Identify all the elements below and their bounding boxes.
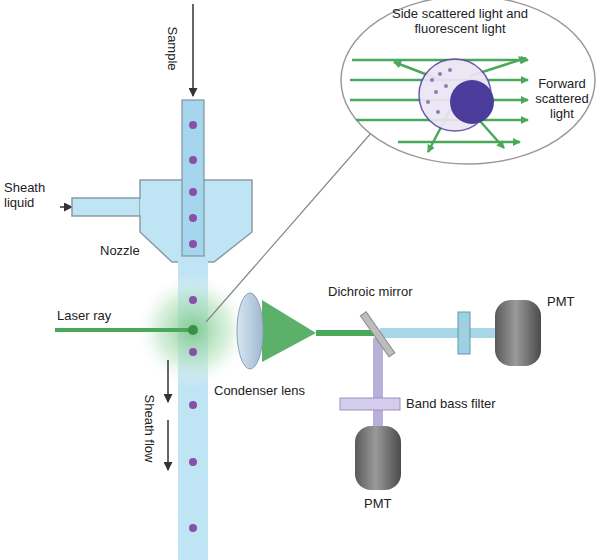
detector-label: PMT — [545, 294, 576, 309]
nozzle-label: Nozzle — [98, 243, 142, 258]
mirror-label: Dichroic mirror — [326, 284, 415, 299]
inlet-label: Sheath liquid — [2, 180, 60, 210]
flow-label: Sheath flow — [143, 392, 158, 464]
scatter-label: Forward scattered light — [532, 76, 592, 121]
filter-label: Band bass filter — [404, 396, 498, 411]
laser-label: Laser ray — [55, 308, 113, 323]
lens-label: Condenser lens — [212, 383, 307, 398]
sample-label: Sample — [164, 24, 179, 72]
detector-label: PMT — [362, 496, 393, 511]
scatter-label: Side scattered light and fluorescent lig… — [385, 6, 535, 36]
